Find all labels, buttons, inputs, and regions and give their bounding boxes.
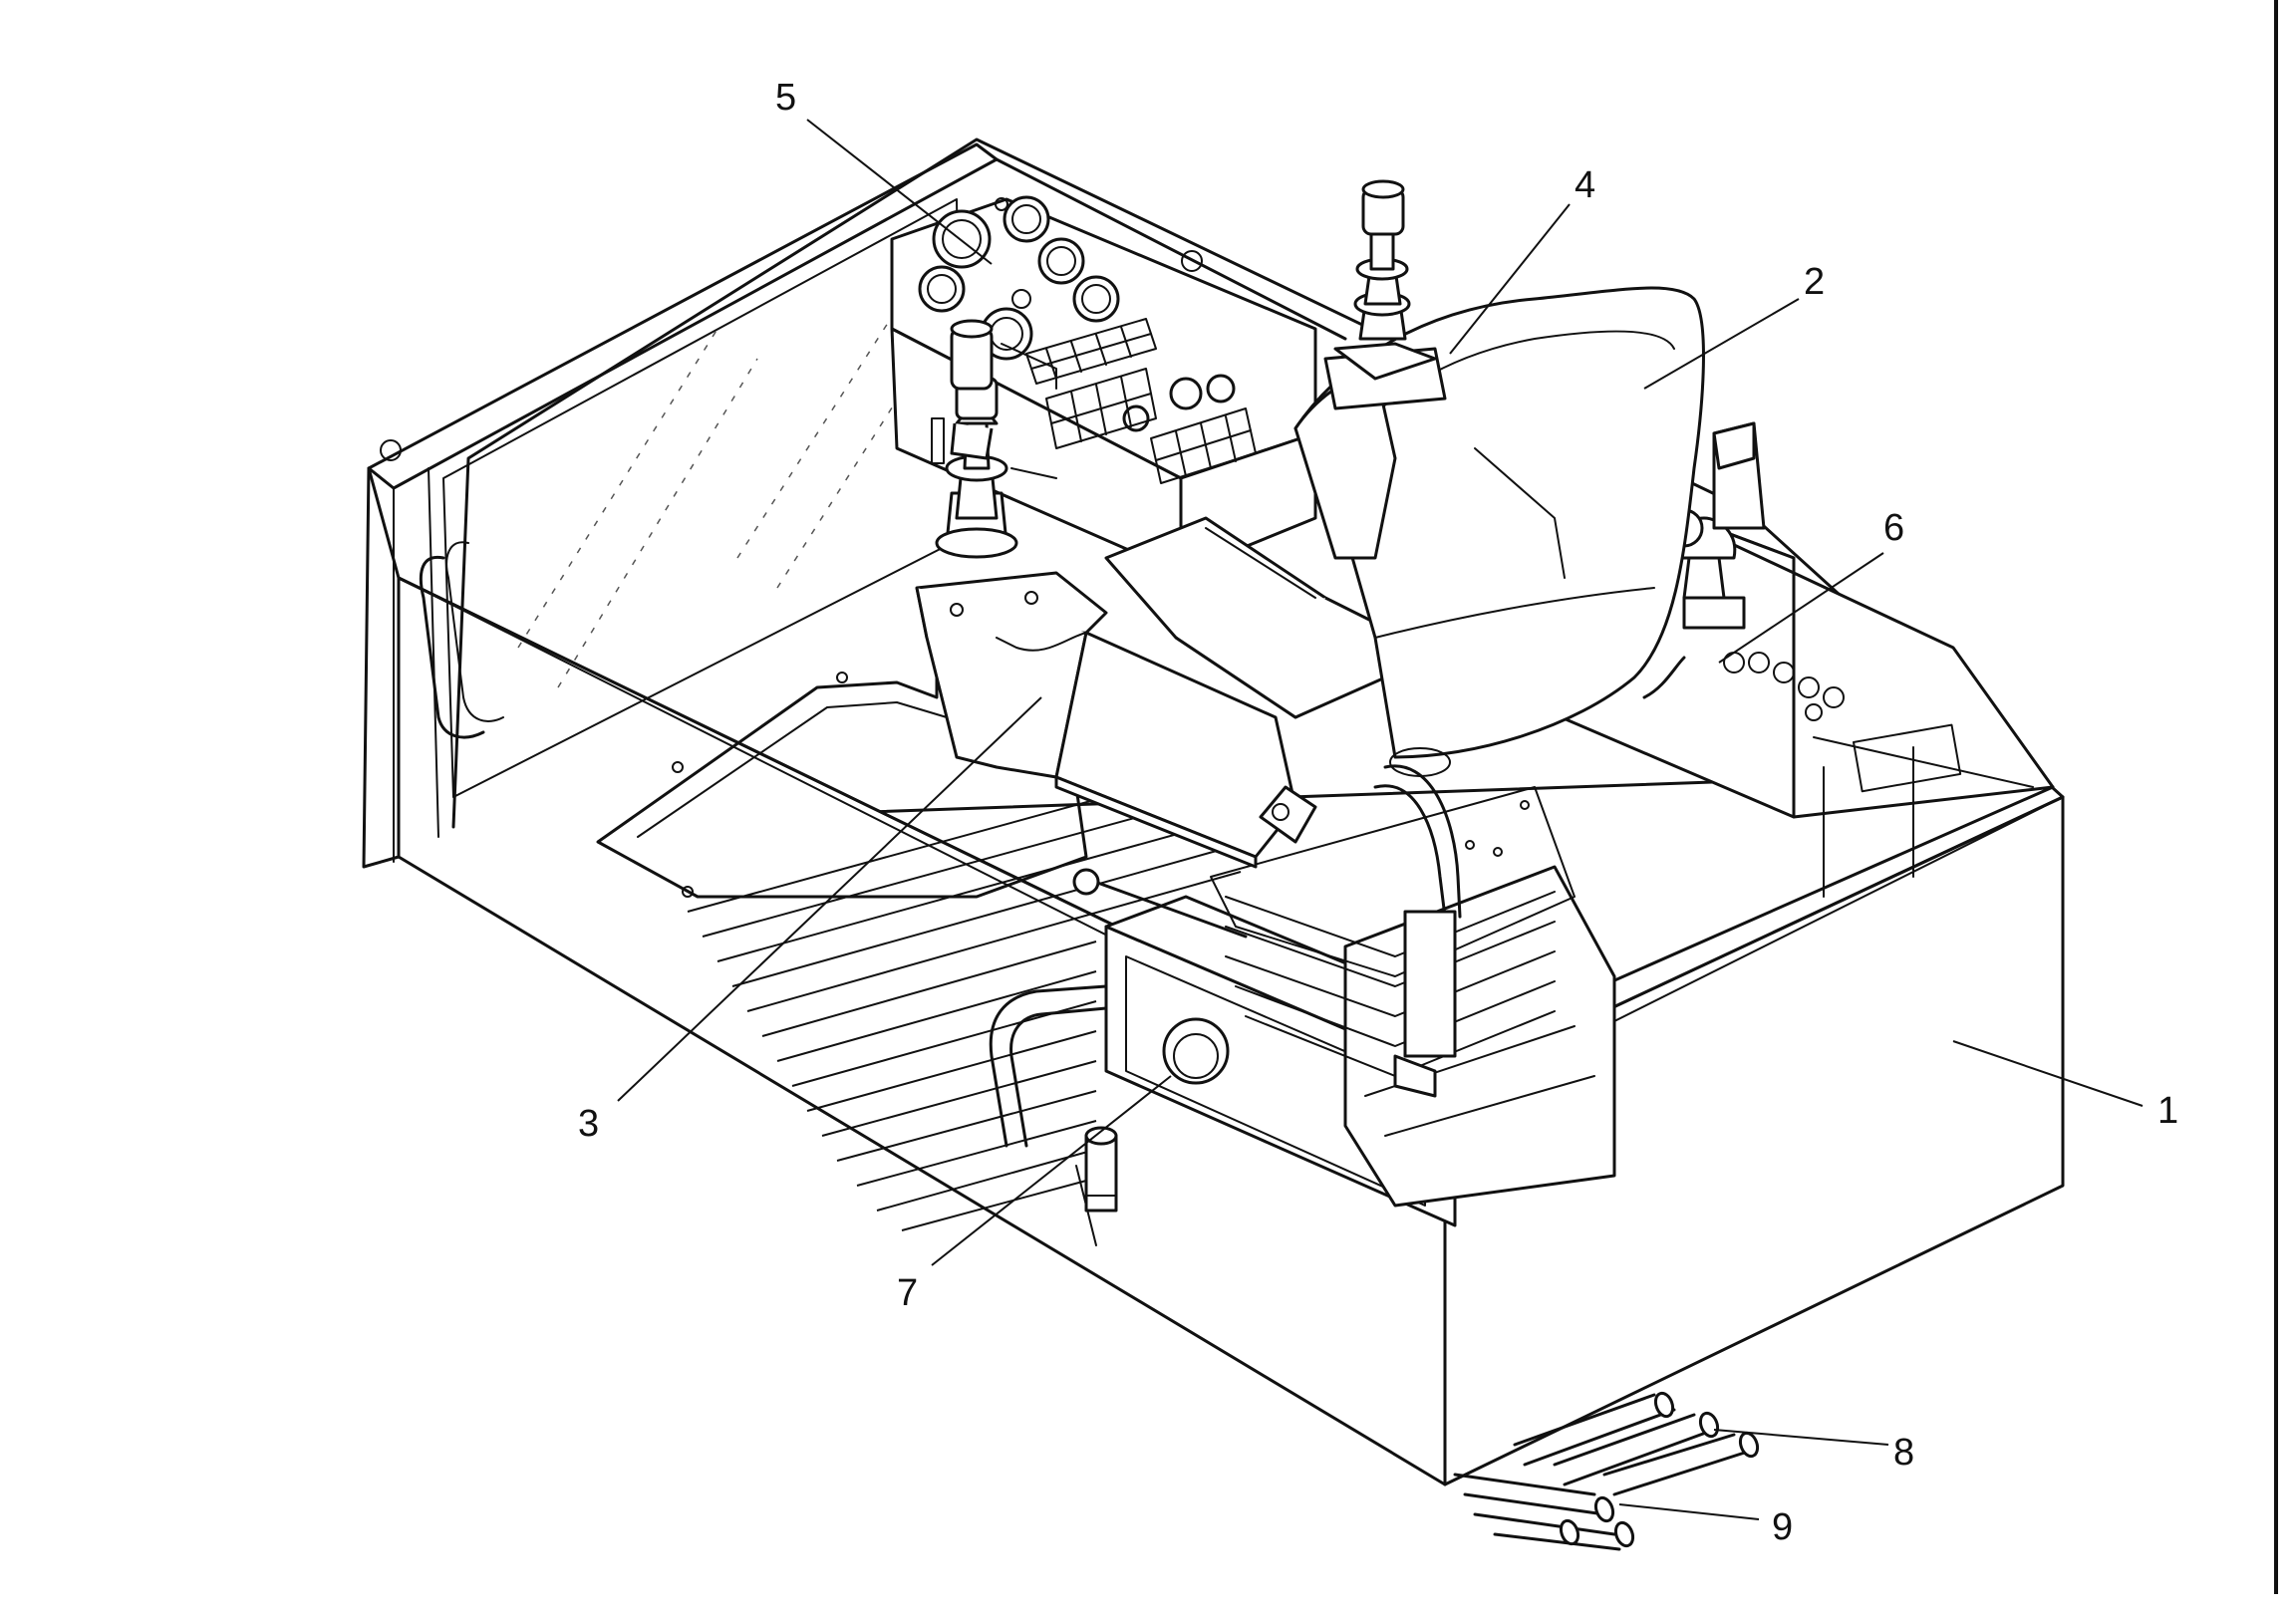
hydraulic-hoses — [1453, 1391, 1760, 1551]
leader-1 — [1952, 1040, 2144, 1107]
callout-5: 5 — [775, 77, 796, 119]
callout-labels: 1 2 3 4 5 6 7 8 9 — [578, 77, 2178, 1548]
leader-7 — [931, 1075, 1172, 1266]
callout-4: 4 — [1575, 164, 1595, 206]
rear-joystick — [1323, 179, 1447, 410]
leader-6 — [1718, 552, 1884, 664]
cab-box — [362, 137, 2065, 1486]
leader-8 — [1713, 1429, 1889, 1446]
seat-armrest — [1104, 516, 1387, 719]
callout-2: 2 — [1804, 261, 1825, 303]
callout-9: 9 — [1772, 1506, 1793, 1548]
callout-6: 6 — [1883, 507, 1904, 549]
leader-4 — [1449, 203, 1571, 355]
callout-7: 7 — [897, 1272, 918, 1314]
left-armrest-console — [915, 571, 1317, 869]
operator-seat — [1293, 286, 1705, 777]
switch-grid-a — [1025, 318, 1157, 385]
grab-handle — [380, 250, 1203, 739]
leader-5 — [806, 119, 993, 265]
leader-9 — [1618, 1503, 1760, 1520]
seat-pedestal — [1210, 764, 1616, 1208]
left-joystick — [935, 319, 1057, 559]
leader-lines — [617, 119, 2144, 1520]
pedal-tube — [989, 984, 1108, 1148]
callout-3: 3 — [578, 1103, 599, 1145]
switch-grid-c — [1150, 407, 1257, 484]
leader-3 — [617, 696, 1042, 1102]
callout-1: 1 — [2157, 1090, 2178, 1132]
leader-2 — [1643, 298, 1800, 390]
callout-8: 8 — [1893, 1432, 1914, 1474]
switch-grid-b — [1045, 368, 1157, 449]
rear-block — [1712, 421, 1766, 530]
